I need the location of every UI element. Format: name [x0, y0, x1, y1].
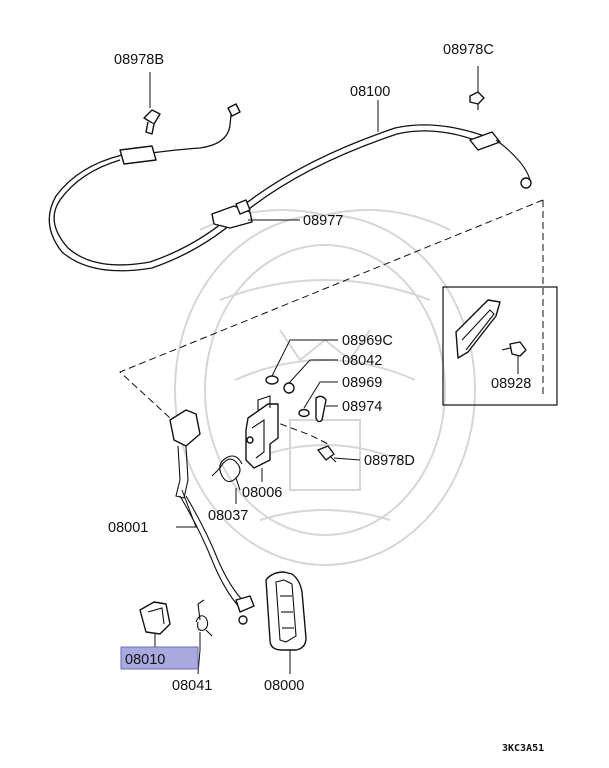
label-08001[interactable]: 08001	[108, 520, 148, 536]
pedal-pad-08000	[265, 571, 307, 651]
label-08000[interactable]: 08000	[264, 678, 304, 694]
label-08041[interactable]: 08041	[172, 678, 212, 694]
label-08010[interactable]: 08010	[125, 652, 165, 668]
label-08928[interactable]: 08928	[491, 376, 531, 392]
cable-assembly	[48, 103, 532, 272]
label-08969[interactable]: 08969	[342, 375, 382, 391]
label-08969c[interactable]: 08969C	[342, 333, 393, 349]
bracket-08006	[245, 395, 279, 469]
label-08037[interactable]: 08037	[208, 508, 248, 524]
label-08978b[interactable]: 08978B	[114, 52, 164, 68]
leader-lines	[149, 66, 519, 675]
spring-08041	[195, 599, 213, 637]
pedal-arm-08001	[169, 409, 255, 625]
label-08100[interactable]: 08100	[350, 84, 390, 100]
label-08006[interactable]: 08006	[242, 485, 282, 501]
spring-08037	[211, 455, 243, 491]
reference-lines	[119, 199, 544, 446]
label-08978c[interactable]: 08978C	[443, 42, 494, 58]
bolt-08978c	[469, 91, 485, 110]
inset-box-08928	[442, 286, 558, 406]
bolt-08978b	[143, 109, 161, 135]
label-08974[interactable]: 08974	[342, 399, 382, 415]
stopper-08010	[139, 601, 171, 635]
label-08042[interactable]: 08042	[342, 353, 382, 369]
label-08978d[interactable]: 08978D	[364, 453, 415, 469]
label-08977[interactable]: 08977	[303, 213, 343, 229]
reference-code: 3KC3A51	[502, 743, 544, 754]
highlight-08010	[120, 646, 199, 670]
